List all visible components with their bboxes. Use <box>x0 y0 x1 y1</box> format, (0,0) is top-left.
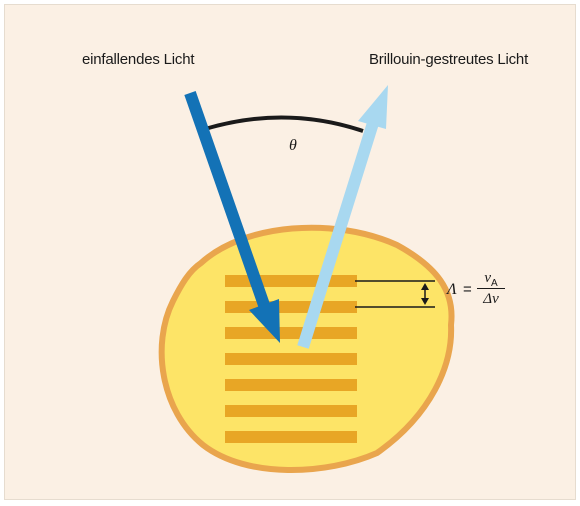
grating-stripe <box>225 353 357 365</box>
fraction-bar <box>477 288 505 289</box>
diagram-canvas <box>158 85 455 473</box>
angle-theta-label: θ <box>289 137 297 154</box>
formula-numerator: v <box>484 270 491 286</box>
grating-stripe <box>225 431 357 443</box>
formula-denominator: Δν <box>483 291 499 307</box>
wavelength-double-arrow <box>421 283 429 305</box>
formula-numerator-subscript: A <box>491 278 498 289</box>
grating-stripe <box>225 327 357 339</box>
grating-stripe <box>225 301 357 313</box>
figure: einfallendes Licht Brillouin-gestreutes … <box>4 4 576 500</box>
incident-light-arrow <box>184 91 280 343</box>
scattered-light-label: Brillouin-gestreutes Licht <box>369 51 529 68</box>
formula-fraction: vA Δν <box>477 268 505 309</box>
formula-lambda: Λ <box>447 281 457 298</box>
grating-stripe <box>225 405 357 417</box>
grating-stripe <box>225 275 357 287</box>
grating-stripe <box>225 379 357 391</box>
scattered-light-arrow <box>297 85 388 349</box>
angle-arc <box>204 115 364 133</box>
formula-equals: = <box>463 281 472 298</box>
incident-light-label: einfallendes Licht <box>82 51 195 68</box>
